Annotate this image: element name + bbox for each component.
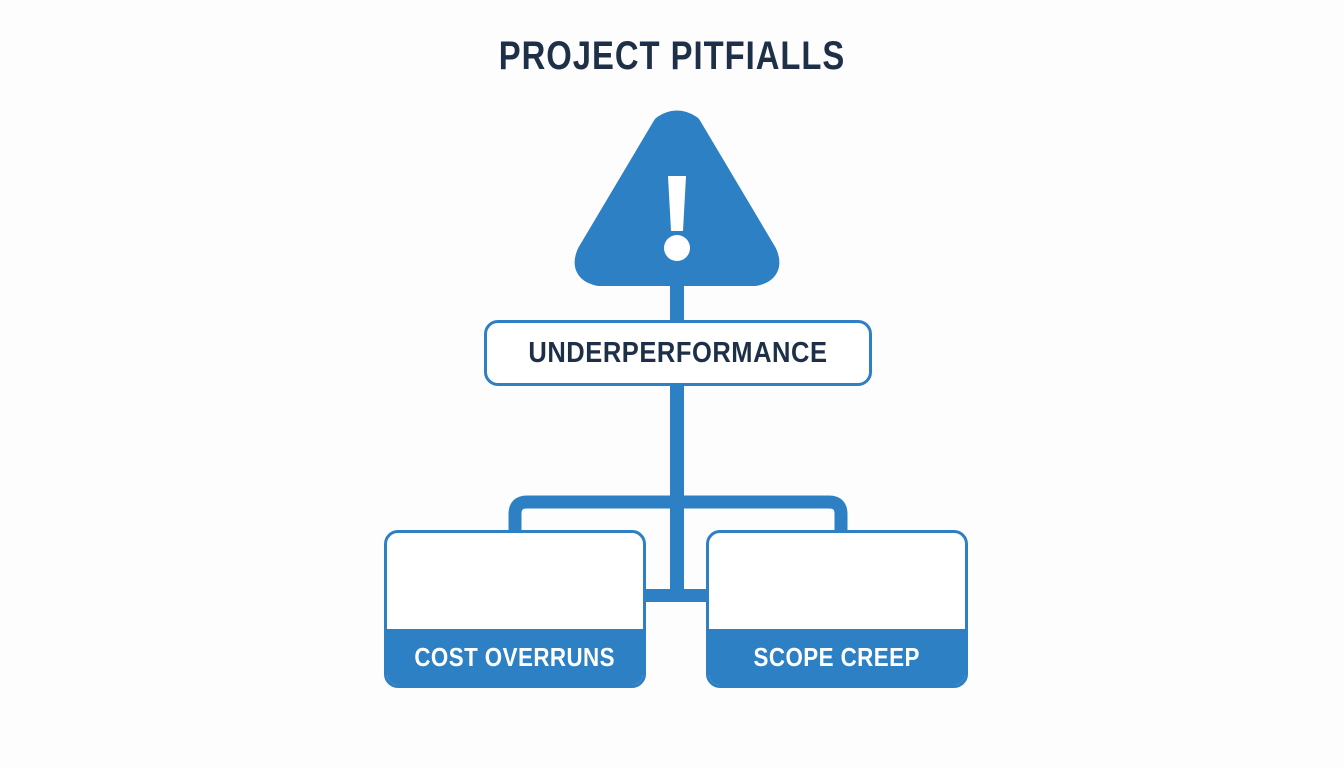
node-cost-overruns-icon-area xyxy=(387,533,643,635)
node-cost-overruns-footer: COST OVERRUNS xyxy=(387,629,643,685)
node-scope-creep-icon-area xyxy=(709,533,965,635)
node-cost-overruns[interactable]: COST OVERRUNS xyxy=(384,530,646,688)
node-underperformance-label: UNDERPERFORMANCE xyxy=(528,336,828,369)
node-scope-creep[interactable]: SCOPE CREEP xyxy=(706,530,968,688)
connector-bottom-stub xyxy=(640,589,714,602)
page-title: PROJECT PITFIALLS xyxy=(498,34,846,78)
connector-branch-left xyxy=(508,495,677,540)
warning-triangle-icon xyxy=(574,110,780,286)
connector-branch-right xyxy=(677,495,848,540)
node-scope-creep-label: SCOPE CREEP xyxy=(753,641,921,672)
node-scope-creep-footer: SCOPE CREEP xyxy=(709,629,965,685)
node-cost-overruns-label: COST OVERRUNS xyxy=(414,641,616,672)
connector-trunk-lower xyxy=(670,380,684,602)
node-underperformance[interactable]: UNDERPERFORMANCE xyxy=(484,320,872,386)
